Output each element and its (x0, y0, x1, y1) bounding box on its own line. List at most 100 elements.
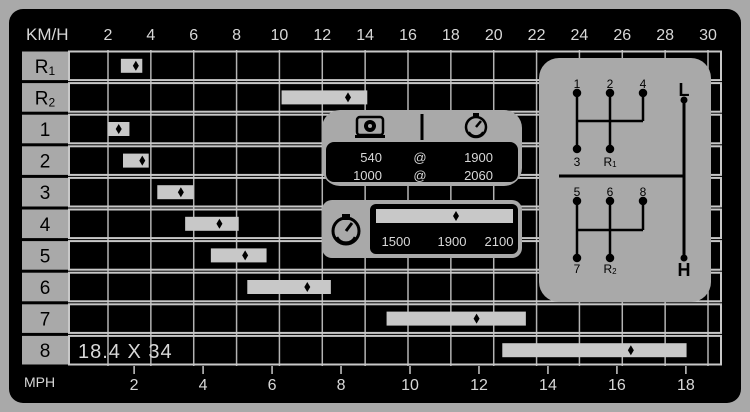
pto-panel-inner (326, 142, 518, 182)
engine-rpm-label-1: 1500 (382, 234, 411, 249)
gear-label: R2 (35, 88, 56, 109)
gear-label: 2 (40, 152, 51, 173)
engine-tachometer-icon (331, 214, 361, 246)
gear-range-bar (247, 280, 331, 294)
gear-rated-speed-marker (473, 313, 480, 324)
gear-rated-speed-marker (627, 345, 634, 356)
gear-label-cell (22, 209, 68, 239)
gear-range-bar (157, 185, 194, 200)
gear-row: 5 (22, 240, 722, 271)
shift-pattern-bg (539, 58, 711, 302)
gear-row: 6 (22, 271, 722, 303)
gear-range-bar (281, 90, 368, 105)
shift-gear-6: 6 (607, 185, 614, 199)
gear-row-outline (68, 50, 722, 82)
gear-range-bars (108, 58, 687, 358)
pto-shaft-icon (355, 115, 385, 138)
gear-rated-speed-marker (115, 124, 122, 134)
pto-at-2: @ (413, 168, 426, 183)
pto-rpm-1: 1900 (464, 150, 493, 165)
gear-label: R1 (35, 57, 56, 78)
shift-gear-7: 7 (574, 262, 581, 276)
engine-rpm-range-bar (376, 209, 513, 223)
kmh-tick-label: 4 (146, 27, 155, 44)
gear-bar (210, 248, 267, 263)
kmh-tick-label: 18 (442, 27, 460, 44)
gear-range-bar (210, 248, 267, 263)
shift-pattern-panel: L H 1 2 4 3 R1 5 6 8 7 R2 (539, 58, 711, 302)
pto-panel: 540 @ 1900 1000 @ 2060 (322, 110, 522, 186)
gear-label-cell (22, 83, 68, 112)
upper-gate-pattern (572, 88, 648, 154)
range-lever-knob-top (680, 96, 688, 104)
mph-tick-label: 14 (539, 377, 557, 394)
gear-rated-speed-marker (216, 218, 223, 229)
kmh-tick-label: 16 (399, 27, 417, 44)
gear-label-cell (22, 304, 68, 333)
engine-rpm-panel: 1500 1900 2100 (322, 200, 522, 258)
gear-rated-speed-marker (242, 250, 249, 261)
gear-rated-speed-marker (304, 282, 311, 292)
gear-label-cell (22, 146, 68, 175)
mph-tick-label: 18 (677, 377, 695, 394)
engine-tachometer-icon (464, 113, 488, 139)
gear-range-bar (123, 153, 149, 168)
gear-bar (120, 58, 143, 73)
gear-bar (281, 90, 368, 105)
gear-range-bar (120, 58, 143, 73)
gear-range-bar (108, 122, 130, 136)
gear-label-cell (22, 272, 68, 302)
mph-tick-label: 2 (130, 377, 139, 394)
gear-label: 6 (40, 278, 51, 299)
mph-tick-label: 12 (470, 377, 488, 394)
gear-row: R1 (22, 50, 722, 82)
shift-gear-4: 4 (640, 77, 647, 91)
gear-label: 8 (40, 341, 51, 362)
gear-label: 4 (40, 215, 51, 236)
mph-tick-label: 4 (199, 377, 208, 394)
kmh-tick-label: 8 (232, 27, 241, 44)
kmh-tick-label: 10 (271, 27, 289, 44)
gear-rated-speed-marker (132, 60, 139, 71)
mph-tick-label: 10 (401, 377, 419, 394)
shift-gear-1: 1 (574, 77, 581, 91)
pto-speed-1: 540 (360, 150, 382, 165)
kmh-tick-label: 12 (313, 27, 331, 44)
gear-bar (157, 185, 194, 200)
gear-bar (185, 216, 239, 231)
gear-label: 5 (40, 246, 51, 267)
gear-range-bar (502, 343, 687, 358)
kmh-tick-label: 24 (571, 27, 589, 44)
engine-rpm-marker (453, 211, 459, 221)
gear-bar (386, 311, 526, 326)
low-range-label: L (679, 80, 690, 100)
engine-rpm-label-2: 1900 (438, 234, 467, 249)
shift-gear-8: 8 (640, 185, 647, 199)
gear-range-bar (185, 216, 239, 231)
kmh-tick-label: 6 (189, 27, 198, 44)
shift-gear-2: 2 (607, 77, 614, 91)
kmh-tick-label: 22 (528, 27, 546, 44)
kmh-tick-label: 26 (613, 27, 631, 44)
gear-rated-speed-marker (345, 92, 351, 103)
gear-rated-speed-marker (139, 155, 146, 166)
mph-tick-label: 6 (268, 377, 277, 394)
kmh-unit-label: KM/H (26, 25, 69, 44)
kmh-tick-label: 20 (485, 27, 503, 44)
kmh-tick-label: 28 (656, 27, 674, 44)
kmh-tick-label: 14 (356, 27, 374, 44)
gear-rated-speed-marker (177, 187, 184, 198)
shift-gear-5: 5 (574, 185, 581, 199)
pto-rpm-2: 2060 (464, 168, 493, 183)
high-range-label: H (678, 260, 691, 280)
gear-label: 7 (40, 310, 51, 331)
tire-size-label: 18.4 X 34 (78, 341, 173, 363)
kmh-tick-label: 2 (104, 27, 113, 44)
gear-label: 1 (40, 120, 51, 141)
gear-bar (247, 280, 331, 294)
mph-tick-label: 8 (337, 377, 346, 394)
kmh-tick-label: 30 (699, 27, 717, 44)
